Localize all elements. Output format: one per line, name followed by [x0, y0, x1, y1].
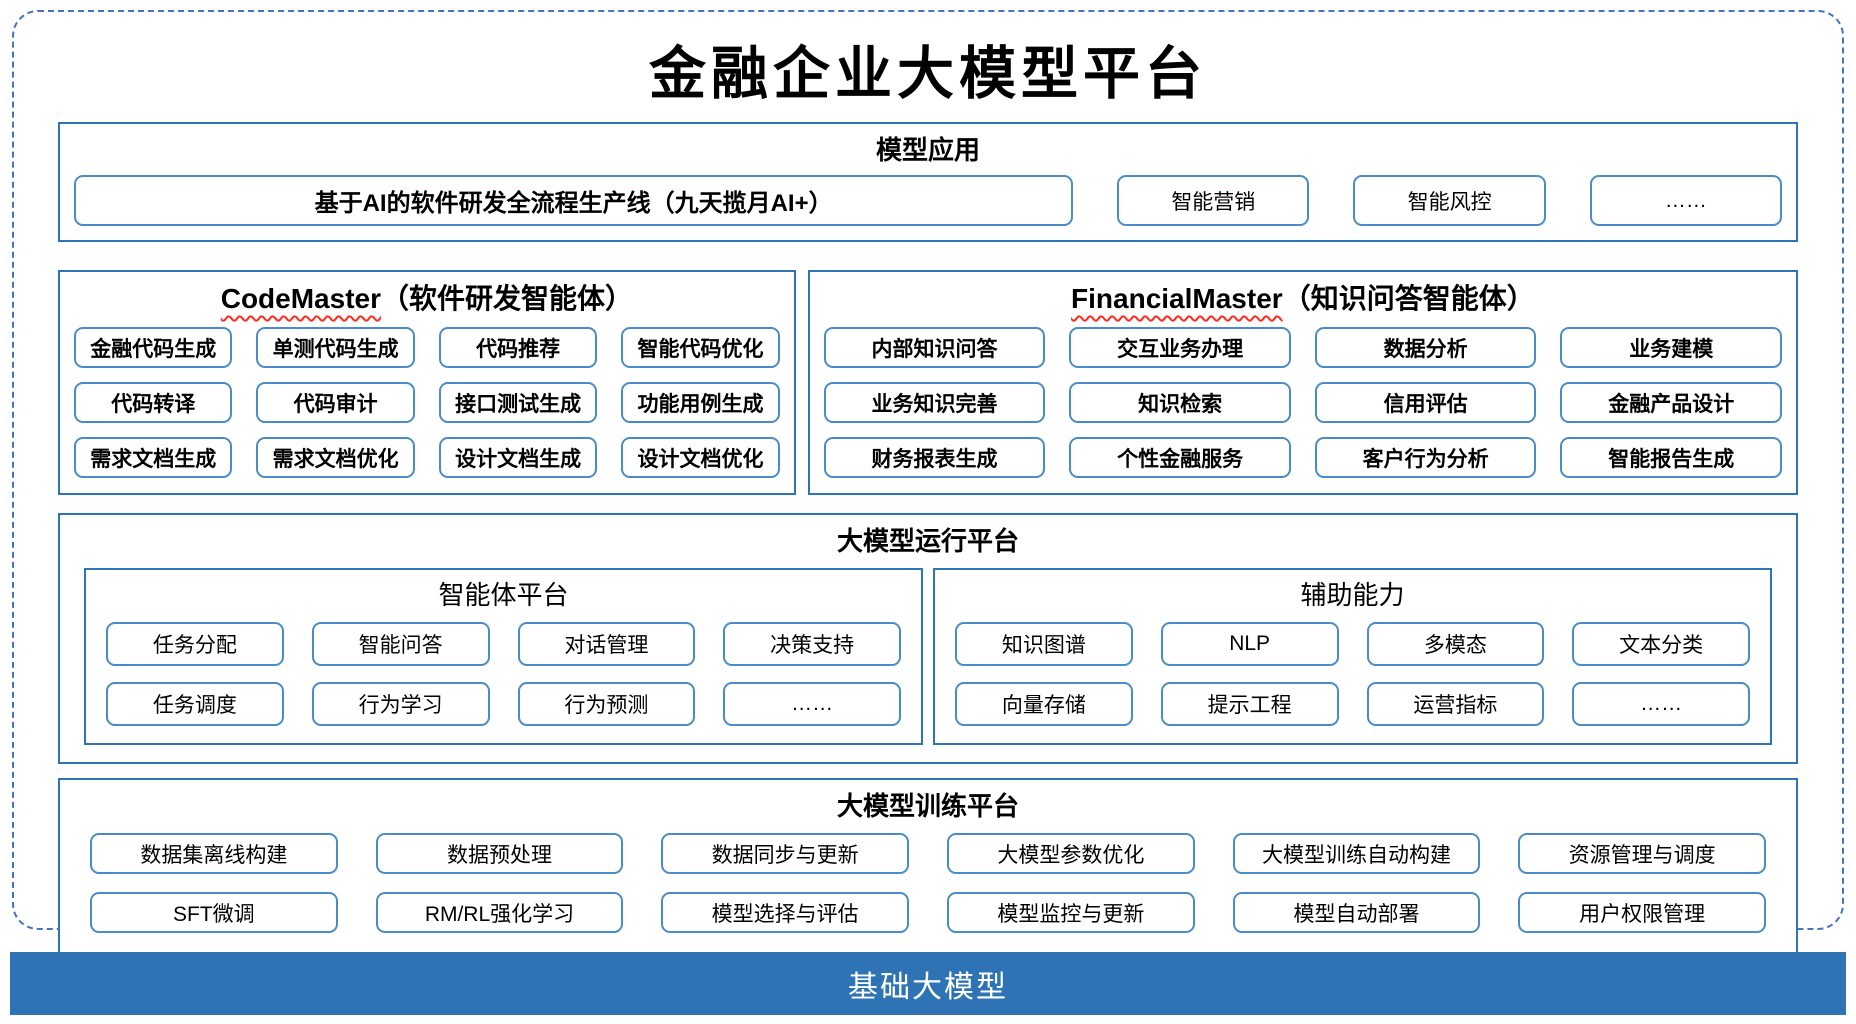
base-model-label: 基础大模型	[848, 970, 1008, 1004]
codemaster-item: 代码推荐	[438, 327, 598, 368]
financialmaster-item: 内部知识问答	[823, 327, 1046, 368]
model-application-row: 基于AI的软件研发全流程生产线（九天揽月AI+） 智能营销 智能风控 ……	[72, 175, 1784, 226]
training-item: 模型监控与更新	[947, 892, 1195, 933]
financialmaster-grid: 内部知识问答 交互业务办理 数据分析 业务建模 业务知识完善 知识检索 信用评估…	[823, 327, 1782, 478]
financialmaster-item: 客户行为分析	[1314, 437, 1537, 478]
financialmaster-item: 金融产品设计	[1560, 382, 1782, 423]
codemaster-item: 智能代码优化	[621, 327, 780, 368]
app-pipeline-box: 基于AI的软件研发全流程生产线（九天揽月AI+）	[74, 175, 1074, 226]
aux-capability-item: 向量存储	[955, 682, 1133, 726]
financialmaster-item: 信用评估	[1314, 382, 1537, 423]
section-financialmaster: FinancialMaster（知识问答智能体） 内部知识问答 交互业务办理 数…	[807, 270, 1798, 495]
agent-platform-item: 行为预测	[517, 682, 696, 726]
training-item: 大模型训练自动构建	[1232, 833, 1481, 874]
financialmaster-header: FinancialMaster（知识问答智能体）	[824, 278, 1782, 320]
aux-capability-grid: 知识图谱 NLP 多模态 文本分类 向量存储 提示工程 运营指标 ……	[955, 622, 1750, 726]
financialmaster-item: 业务建模	[1560, 327, 1782, 368]
financialmaster-item: 交互业务办理	[1069, 327, 1291, 368]
aux-capability-item-ellipsis: ……	[1572, 682, 1750, 726]
agent-platform-grid: 任务分配 智能问答 对话管理 决策支持 任务调度 行为学习 行为预测 ……	[106, 622, 901, 726]
training-platform-header: 大模型训练平台	[836, 791, 1019, 821]
agents-row: CodeMaster（软件研发智能体） 金融代码生成 单测代码生成 代码推荐 智…	[58, 270, 1798, 495]
agent-platform-item: 智能问答	[311, 622, 490, 666]
training-item: 数据集离线构建	[90, 833, 338, 874]
aux-capability-item: NLP	[1160, 622, 1339, 666]
training-item: 数据预处理	[375, 833, 624, 874]
app-box-ellipsis: ……	[1589, 175, 1783, 226]
aux-capability-item: 知识图谱	[955, 622, 1133, 666]
codemaster-item: 金融代码生成	[74, 327, 233, 368]
financialmaster-item: 智能报告生成	[1560, 437, 1782, 478]
agent-platform-item: 任务调度	[106, 682, 284, 726]
training-item: 大模型参数优化	[947, 833, 1195, 874]
codemaster-item: 代码审计	[256, 382, 415, 423]
base-model-bar: 基础大模型	[10, 952, 1846, 1015]
training-item: 模型自动部署	[1232, 892, 1481, 933]
financialmaster-item: 个性金融服务	[1069, 437, 1291, 478]
financialmaster-item: 财务报表生成	[823, 437, 1046, 478]
training-item: RM/RL强化学习	[375, 892, 624, 933]
section-model-application: 模型应用 基于AI的软件研发全流程生产线（九天揽月AI+） 智能营销 智能风控 …	[58, 122, 1798, 242]
codemaster-item: 需求文档生成	[74, 437, 233, 478]
aux-capability-item: 提示工程	[1160, 682, 1339, 726]
financialmaster-item: 知识检索	[1069, 382, 1291, 423]
page-title: 金融企业大模型平台	[649, 40, 1207, 107]
codemaster-grid: 金融代码生成 单测代码生成 代码推荐 智能代码优化 代码转译 代码审计 接口测试…	[74, 327, 780, 478]
financialmaster-item: 数据分析	[1314, 327, 1537, 368]
section-runtime-platform: 大模型运行平台 智能体平台 任务分配 智能问答 对话管理 决策支持 任务调度 行…	[58, 513, 1798, 764]
codemaster-item: 代码转译	[74, 382, 233, 423]
aux-capability-item: 文本分类	[1572, 622, 1750, 666]
codemaster-item: 接口测试生成	[438, 382, 598, 423]
app-box: 智能营销	[1117, 175, 1310, 226]
codemaster-item: 设计文档生成	[438, 437, 598, 478]
codemaster-subtitle: （软件研发智能体）	[381, 283, 634, 314]
agent-platform-item: 决策支持	[723, 622, 901, 666]
agent-platform-item: 对话管理	[517, 622, 696, 666]
aux-capability-item: 多模态	[1366, 622, 1545, 666]
training-item: 资源管理与调度	[1518, 833, 1766, 874]
section-training-platform: 大模型训练平台 数据集离线构建 数据预处理 数据同步与更新 大模型参数优化 大模…	[58, 778, 1798, 954]
runtime-row: 智能体平台 任务分配 智能问答 对话管理 决策支持 任务调度 行为学习 行为预测…	[84, 568, 1772, 745]
section-codemaster: CodeMaster（软件研发智能体） 金融代码生成 单测代码生成 代码推荐 智…	[58, 270, 796, 495]
training-item: 用户权限管理	[1518, 892, 1766, 933]
codemaster-item: 需求文档优化	[256, 437, 415, 478]
codemaster-header: CodeMaster（软件研发智能体）	[74, 278, 780, 320]
financialmaster-item: 业务知识完善	[823, 382, 1046, 423]
training-grid: 数据集离线构建 数据预处理 数据同步与更新 大模型参数优化 大模型训练自动构建 …	[90, 833, 1766, 933]
training-item: 数据同步与更新	[661, 833, 909, 874]
agent-platform-box: 智能体平台 任务分配 智能问答 对话管理 决策支持 任务调度 行为学习 行为预测…	[84, 568, 923, 745]
training-item: 模型选择与评估	[661, 892, 909, 933]
agent-platform-header: 智能体平台	[438, 580, 569, 610]
financialmaster-subtitle: （知识问答智能体）	[1282, 283, 1535, 314]
codemaster-name: CodeMaster	[220, 283, 381, 314]
training-item: SFT微调	[90, 892, 338, 933]
app-box: 智能风控	[1353, 175, 1546, 226]
aux-capability-header: 辅助能力	[1300, 580, 1405, 610]
aux-capability-item: 运营指标	[1366, 682, 1545, 726]
agent-platform-item: 行为学习	[311, 682, 490, 726]
agent-platform-item: 任务分配	[106, 622, 284, 666]
financialmaster-name: FinancialMaster	[1071, 283, 1283, 314]
agent-platform-item-ellipsis: ……	[723, 682, 901, 726]
codemaster-item: 功能用例生成	[621, 382, 780, 423]
platform-outer-frame: 金融企业大模型平台 模型应用 基于AI的软件研发全流程生产线（九天揽月AI+） …	[12, 10, 1844, 954]
model-application-header: 模型应用	[875, 135, 980, 165]
aux-capability-box: 辅助能力 知识图谱 NLP 多模态 文本分类 向量存储 提示工程 运营指标 ……	[933, 568, 1772, 745]
runtime-platform-header: 大模型运行平台	[836, 526, 1019, 556]
codemaster-item: 单测代码生成	[256, 327, 415, 368]
codemaster-item: 设计文档优化	[621, 437, 780, 478]
